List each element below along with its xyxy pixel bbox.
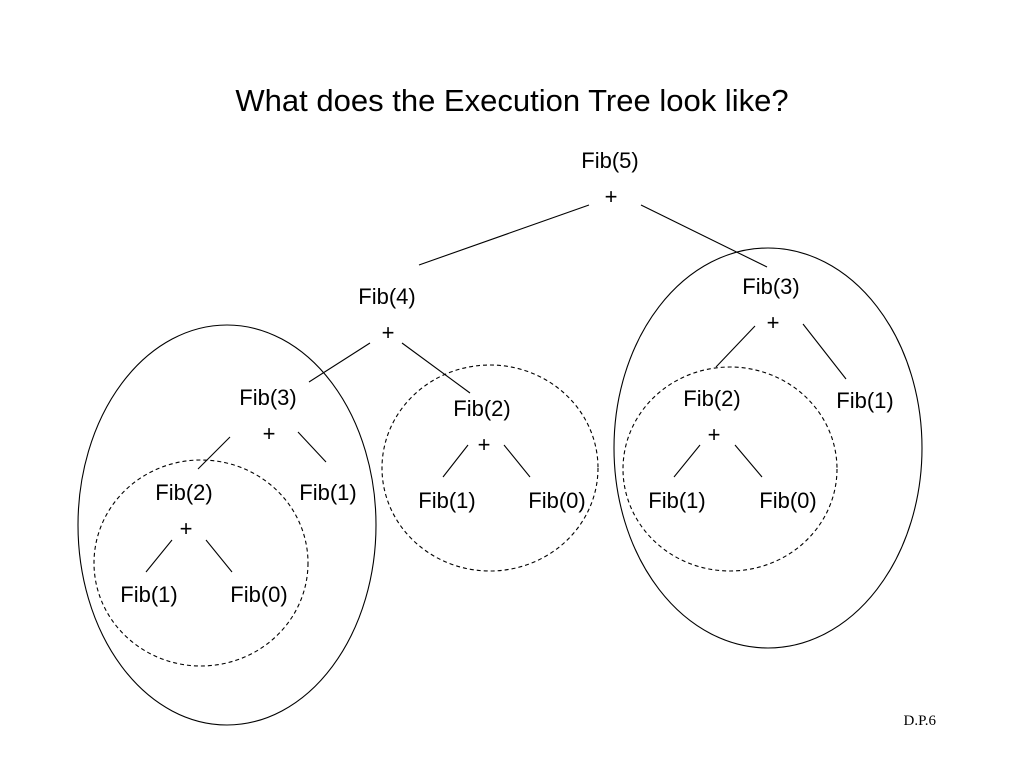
- node-fib4: Fib(4): [358, 284, 415, 309]
- node-left-leaf-fib0: Fib(0): [230, 582, 287, 607]
- node-left-fib3: Fib(3): [239, 385, 296, 410]
- node-mid-leaf-fib1: Fib(1): [418, 488, 475, 513]
- edge-right-fib3-fib2: [715, 325, 756, 368]
- edge-left-fib2-fib1: [145, 539, 173, 573]
- left-fib2-subtree-outline: [93, 459, 309, 667]
- edge-fib4-fib2: [401, 342, 471, 394]
- middle-fib2-subtree-outline: [381, 364, 599, 572]
- edge-left-fib3-fib2: [197, 436, 231, 470]
- op-left-fib2-plus: +: [180, 516, 193, 541]
- edge-left-fib3-fib1: [297, 431, 327, 463]
- op-mid-fib2-plus: +: [478, 432, 491, 457]
- node-right-fib3: Fib(3): [742, 274, 799, 299]
- node-right-leaf-fib0: Fib(0): [759, 488, 816, 513]
- right-fib3-subtree-outline: [613, 247, 923, 649]
- left-fib3-subtree-outline: [77, 324, 377, 726]
- edge-mid-fib2-fib0: [503, 444, 531, 478]
- edge-right-fib2-fib1: [673, 444, 701, 478]
- op-fib4-plus: +: [382, 320, 395, 345]
- node-left-leaf-fib1: Fib(1): [120, 582, 177, 607]
- slide-title: What does the Execution Tree look like?: [235, 83, 788, 118]
- node-mid-fib2: Fib(2): [453, 396, 510, 421]
- op-fib5-plus: +: [605, 184, 618, 209]
- node-right-leaf-fib1: Fib(1): [648, 488, 705, 513]
- node-right-fib2: Fib(2): [683, 386, 740, 411]
- edge-left-fib2-fib0: [205, 539, 233, 573]
- right-fib2-subtree-outline: [622, 366, 838, 572]
- edge-fib5-fib4: [418, 204, 590, 266]
- node-right-fib1: Fib(1): [836, 388, 893, 413]
- node-fib5: Fib(5): [581, 148, 638, 173]
- op-left-fib3-plus: +: [263, 421, 276, 446]
- edge-mid-fib2-fib1: [442, 444, 469, 478]
- node-left-fib1: Fib(1): [299, 480, 356, 505]
- edge-right-fib3-fib1: [802, 323, 847, 380]
- slide-number: D.P.6: [903, 713, 936, 729]
- op-right-fib3-plus: +: [767, 310, 780, 335]
- edge-fib5-fib3: [640, 204, 768, 268]
- edge-fib4-fib3: [308, 342, 371, 383]
- op-right-fib2-plus: +: [708, 422, 721, 447]
- node-left-fib2: Fib(2): [155, 480, 212, 505]
- edge-right-fib2-fib0: [734, 444, 763, 478]
- node-mid-leaf-fib0: Fib(0): [528, 488, 585, 513]
